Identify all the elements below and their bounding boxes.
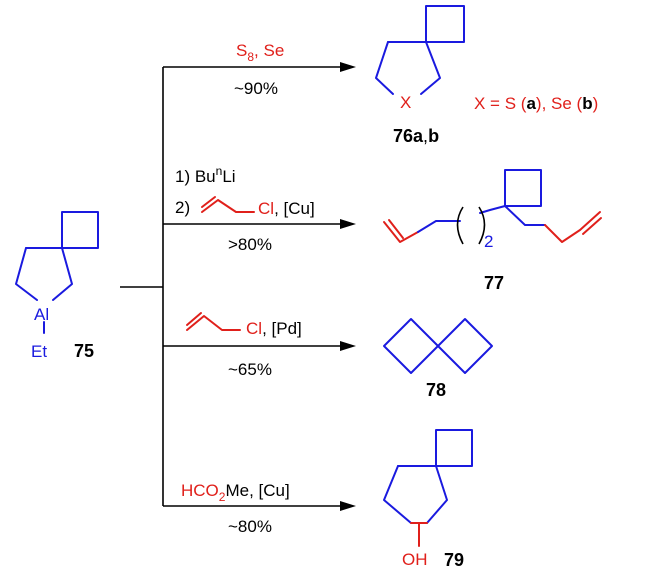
reagent-4: HCO2Me, [Cu] — [181, 481, 290, 504]
compound-label-79: 79 — [444, 550, 464, 570]
arrowhead-1 — [340, 62, 356, 72]
allyl-chain — [186, 315, 241, 331]
arrow-branch — [120, 62, 356, 511]
ring-atom-x: X — [400, 93, 411, 112]
step-1-reagent: 1) BunLi — [175, 164, 236, 186]
alkene-double-bond — [582, 217, 602, 235]
yield-2: >80% — [228, 235, 272, 254]
terminal-alkene-right — [544, 211, 601, 243]
x-legend: X = S (a), Se (b) — [474, 94, 598, 113]
cyclobutane-ring — [425, 5, 465, 43]
hydroxyl-oh: OH — [402, 550, 428, 569]
step-2-number: 2) — [175, 198, 190, 217]
compound-label-78: 78 — [426, 380, 446, 400]
bond — [15, 247, 38, 301]
bond — [504, 205, 546, 226]
bond — [420, 41, 441, 95]
repeat-subscript: 2 — [484, 232, 493, 251]
cyclobutane-ring — [504, 169, 542, 207]
compound-76-structure — [375, 5, 465, 95]
bond — [426, 465, 448, 524]
reagent-3: Cl, [Pd] — [246, 319, 302, 338]
allyl-double-bond — [186, 312, 202, 326]
arrowhead-4 — [340, 501, 356, 511]
bond — [52, 247, 73, 301]
alkene-double-bond — [388, 219, 404, 239]
compound-77-structure — [383, 169, 602, 245]
atom-et: Et — [31, 342, 47, 361]
arrowhead-3 — [340, 341, 356, 351]
arrowhead-2 — [340, 219, 356, 229]
paren-right — [478, 206, 486, 245]
bond — [417, 220, 461, 233]
compound-79-structure — [383, 429, 473, 547]
compound-78-structure — [383, 318, 493, 374]
allyl-chain — [201, 199, 255, 213]
bond — [375, 41, 394, 95]
compound-75-structure: Al Et — [15, 211, 99, 361]
yield-3: ~65% — [228, 360, 272, 379]
cyclobutane-ring-right — [437, 318, 493, 374]
atom-al: Al — [34, 305, 49, 324]
bond — [383, 465, 412, 524]
yield-4: ~80% — [228, 517, 272, 536]
bond — [479, 205, 506, 214]
compound-label-76: 76a,b — [393, 126, 439, 146]
cyclobutane-ring — [61, 211, 99, 249]
allyl-double-bond — [201, 196, 216, 208]
reagent-s8-se: S8, Se — [236, 41, 284, 64]
cyclobutane-ring — [435, 429, 473, 467]
compound-label-77: 77 — [484, 273, 504, 293]
cyclobutane-ring-left — [383, 318, 439, 374]
terminal-alkene-left — [383, 221, 419, 243]
compound-label-75: 75 — [74, 341, 94, 361]
yield-1: ~90% — [234, 79, 278, 98]
paren-left — [456, 206, 464, 245]
step-2-reagent: Cl, [Cu] — [258, 199, 315, 218]
